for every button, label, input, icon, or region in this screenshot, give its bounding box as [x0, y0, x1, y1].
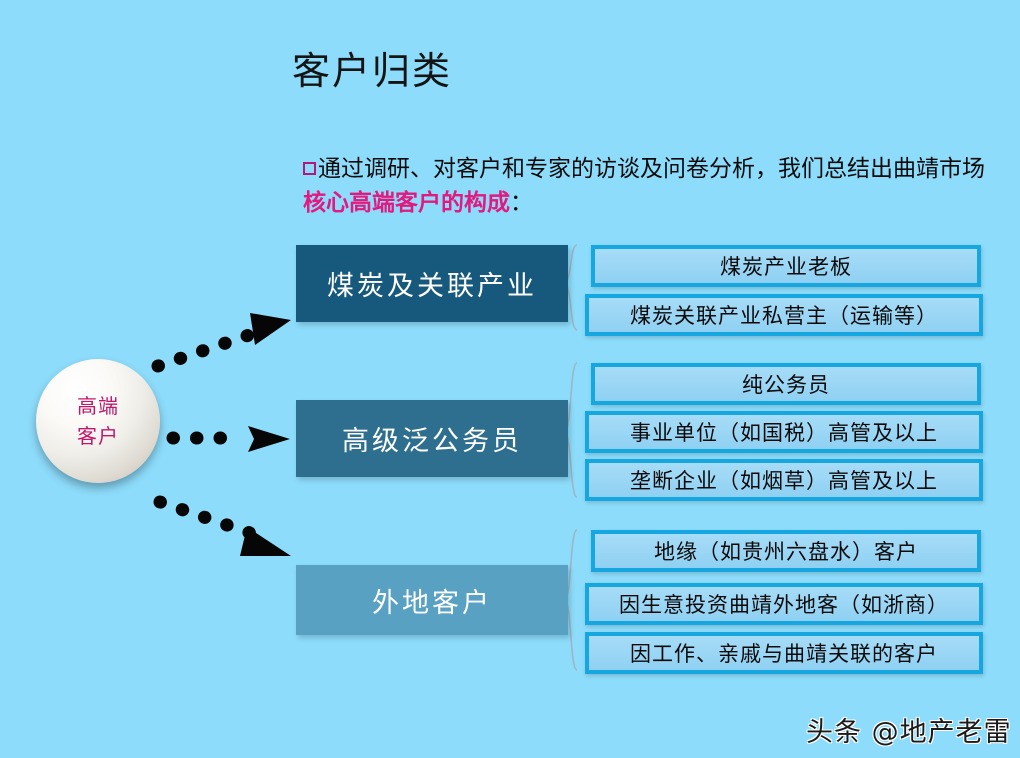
item-label: 垄断企业（如烟草）高管及以上 [630, 469, 938, 493]
arrow-to-outside-customer-icon [153, 495, 291, 556]
sphere-label-line2: 客户 [77, 424, 119, 448]
watermark: 头条 @地产老雷 [806, 717, 1012, 748]
item-box[interactable]: 垄断企业（如烟草）高管及以上 [585, 459, 983, 501]
page-title: 客户归类 [292, 49, 453, 93]
arrow-to-civil-servant-icon [166, 426, 290, 452]
item-label: 地缘（如贵州六盘水）客户 [654, 540, 918, 564]
high-end-customer-node: 高端 客户 [36, 359, 160, 483]
intro-text-after: ： [510, 190, 533, 216]
category-label: 外地客户 [372, 587, 492, 619]
square-bullet-icon [303, 162, 316, 175]
intro-text-highlight: 核心高端客户的构成 [303, 190, 510, 216]
item-label: 煤炭关联产业私营主（运输等） [630, 304, 938, 328]
sphere-label-line1: 高端 [77, 394, 119, 418]
item-label: 事业单位（如国税）高管及以上 [630, 421, 938, 445]
item-box[interactable]: 煤炭关联产业私营主（运输等） [585, 294, 983, 336]
category-box-outside-customer[interactable]: 外地客户 [296, 565, 568, 635]
item-box[interactable]: 事业单位（如国税）高管及以上 [585, 411, 983, 453]
item-label: 因工作、亲戚与曲靖关联的客户 [630, 642, 938, 666]
category-box-civil-servant[interactable]: 高级泛公务员 [296, 400, 568, 477]
arrow-to-coal-icon [151, 313, 291, 373]
item-box[interactable]: 地缘（如贵州六盘水）客户 [591, 530, 981, 572]
item-label: 纯公务员 [742, 373, 830, 397]
item-box[interactable]: 煤炭产业老板 [591, 245, 981, 287]
item-box[interactable]: 纯公务员 [591, 363, 981, 405]
category-label: 煤炭及关联产业 [327, 271, 537, 302]
item-label: 因生意投资曲靖外地客（如浙商） [619, 593, 949, 617]
item-box[interactable]: 因工作、亲戚与曲靖关联的客户 [585, 632, 983, 674]
intro-text-before: 通过调研、对客户和专家的访谈及问卷分析，我们总结出曲靖市场 [318, 156, 985, 182]
intro-paragraph: 通过调研、对客户和专家的访谈及问卷分析，我们总结出曲靖市场核心高端客户的构成： [303, 152, 993, 220]
item-box[interactable]: 因生意投资曲靖外地客（如浙商） [585, 583, 983, 625]
item-label: 煤炭产业老板 [720, 255, 852, 279]
category-label: 高级泛公务员 [342, 426, 522, 457]
category-box-coal[interactable]: 煤炭及关联产业 [296, 245, 568, 322]
